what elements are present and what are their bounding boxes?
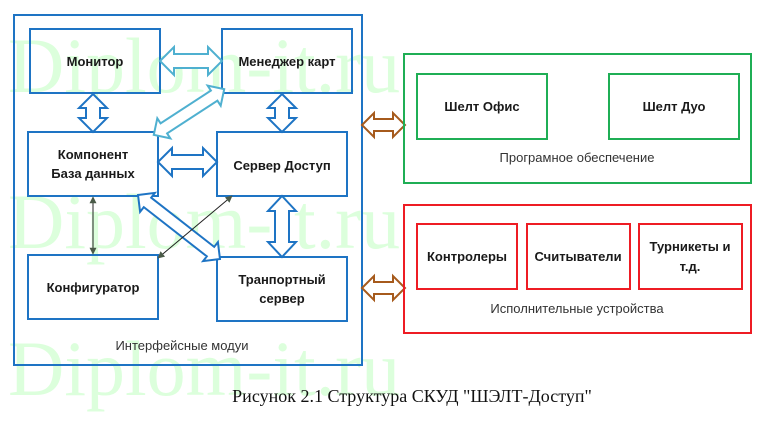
devices-group-frame [403,204,752,334]
software-group: Шелт Офис Шелт Дуо Програмное обеспечени… [403,53,752,184]
readers-label: Считыватели [534,249,621,264]
configurator-access-thin-arrow-icon [157,195,233,259]
interface-group-frame [13,14,363,366]
monitor-db-arrow-icon [76,92,110,134]
access-server-label: Сервер Доступ [233,158,330,173]
interface-devices-link-arrow-icon [360,273,407,303]
software-group-frame [403,53,752,184]
interface-group-label: Интерфейсные модуи [115,338,248,353]
configurator-label: Конфигуратор [47,280,140,295]
shelt-office-label: Шелт Офис [444,99,519,114]
db-access-arrow-icon [156,145,219,179]
turnstiles-label-line1: Турникеты и [650,239,731,254]
transport-server-box [216,256,348,322]
interface-software-link-arrow-icon [360,110,407,140]
devices-group-label: Исполнительные устройства [490,301,664,316]
db-component-label-line2: База данных [51,166,135,181]
monitor-label: Монитор [67,54,124,69]
transport-server-label-line1: Транпортный [238,272,325,287]
shelt-duo-label: Шелт Дуо [643,99,706,114]
card-manager-label: Менеджер карт [238,54,335,69]
turnstiles-label-line2: т.д. [680,259,701,274]
devices-group: Контролеры Считыватели Турникеты и т.д. … [403,204,752,334]
access-transport-arrow-icon [265,194,299,259]
shelt-office-box [416,73,548,140]
readers-box [526,223,631,290]
transport-server-label-line2: сервер [259,291,304,306]
shelt-duo-box [608,73,740,140]
interface-modules-group: Монитор Менеджер карт Компонент База дан… [13,14,363,366]
monitor-cardmanager-arrow-icon [158,44,224,78]
software-group-label: Програмное обеспечение [500,150,655,165]
controllers-box [416,223,518,290]
controllers-label: Контролеры [427,249,507,264]
watermark: Diplom-it.ru Diplom-it.ru Diplom-it.ru [8,22,400,412]
watermark-text-3: Diplom-it.ru [8,325,400,412]
figure-caption: Рисунок 2.1 Структура СКУД "ШЭЛТ-Доступ" [232,386,592,406]
configurator-box [27,254,159,320]
turnstiles-box [638,223,743,290]
db-cardmanager-arrow-icon [152,84,226,140]
db-component-label-line1: Компонент [58,147,128,162]
cardmanager-access-arrow-icon [265,92,299,134]
